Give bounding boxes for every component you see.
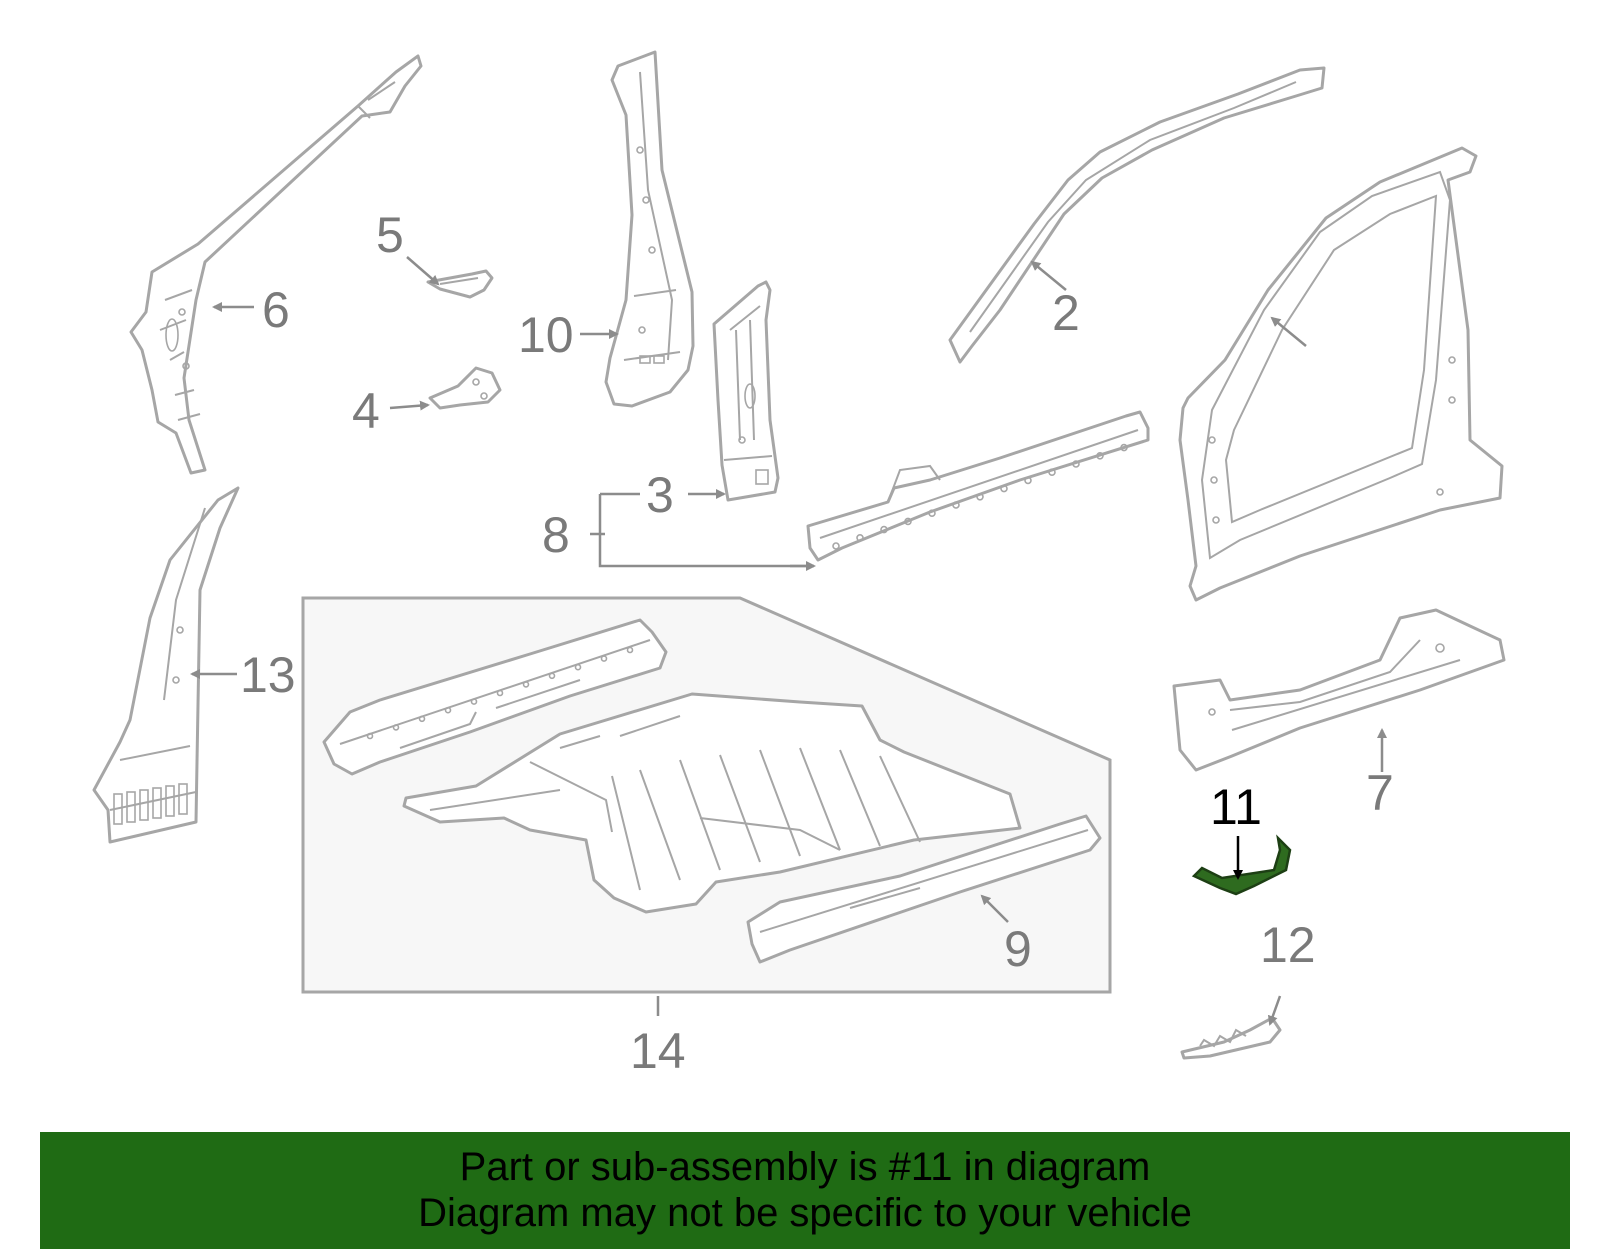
part-8-rocker-reinforcement[interactable] xyxy=(806,410,1150,562)
hole xyxy=(952,501,960,509)
part-12-extension[interactable] xyxy=(1180,1016,1282,1060)
part-1-side-outer-panel[interactable] xyxy=(1178,146,1504,602)
hole xyxy=(832,542,840,550)
part-11-highlighted-bracket[interactable] xyxy=(1191,834,1292,896)
hole xyxy=(366,732,374,740)
hole xyxy=(392,724,400,731)
hole xyxy=(626,646,634,654)
callout-leaders xyxy=(190,256,1387,1026)
hole xyxy=(1000,484,1008,493)
info-banner: Part or sub-assembly is #11 in diagram D… xyxy=(40,1132,1570,1249)
hole xyxy=(600,655,608,662)
callout-14: 14 xyxy=(630,1023,686,1079)
callout-10: 10 xyxy=(518,307,574,363)
hole xyxy=(880,525,888,534)
callout-2: 2 xyxy=(1052,285,1080,341)
hole xyxy=(1024,476,1032,485)
hole xyxy=(574,663,582,671)
part-13-a-pillar-lower[interactable] xyxy=(92,486,240,844)
rib xyxy=(113,793,123,825)
callout-5: 5 xyxy=(376,207,404,263)
hole xyxy=(1120,443,1128,452)
part-6-a-pillar-inner[interactable] xyxy=(129,54,423,475)
banner-line-1: Part or sub-assembly is #11 in diagram xyxy=(459,1145,1151,1189)
rib xyxy=(165,785,175,817)
rib xyxy=(126,791,136,823)
hole xyxy=(1048,468,1056,477)
banner-line-2: Diagram may not be specific to your vehi… xyxy=(418,1191,1192,1235)
part-14-floor-assembly-box[interactable] xyxy=(301,596,1112,994)
part-7-rocker-outer[interactable] xyxy=(1172,608,1506,772)
callout-11: 11 xyxy=(1210,779,1262,835)
callout-7: 7 xyxy=(1366,765,1394,821)
callout-6: 6 xyxy=(262,282,290,338)
hole xyxy=(418,715,426,723)
callout-3: 3 xyxy=(646,467,674,523)
part-5-bracket[interactable] xyxy=(426,269,494,299)
part-10-b-pillar[interactable] xyxy=(604,50,695,408)
hole xyxy=(1072,460,1080,468)
callout-8: 8 xyxy=(542,507,570,563)
hole xyxy=(856,533,864,542)
hole xyxy=(496,689,504,697)
hole xyxy=(548,672,556,680)
callout-12: 12 xyxy=(1260,917,1316,973)
hole xyxy=(904,517,912,526)
callout-labels: 1 2 3 4 5 6 7 8 9 10 11 12 13 14 xyxy=(240,207,1394,1079)
hole xyxy=(522,681,530,688)
callout-13: 13 xyxy=(240,647,296,703)
hole xyxy=(976,492,984,501)
hole xyxy=(1096,451,1104,460)
hole xyxy=(928,509,936,518)
part-3-b-pillar-inner[interactable] xyxy=(712,280,780,502)
callout-4: 4 xyxy=(352,383,380,439)
part-2-roof-rail[interactable] xyxy=(948,66,1326,364)
callout-9: 9 xyxy=(1004,921,1032,977)
hole xyxy=(444,706,452,714)
rib xyxy=(139,789,149,821)
rib xyxy=(178,783,188,815)
hole xyxy=(470,698,478,705)
part-4-bracket[interactable] xyxy=(428,366,502,410)
rib xyxy=(152,787,162,819)
